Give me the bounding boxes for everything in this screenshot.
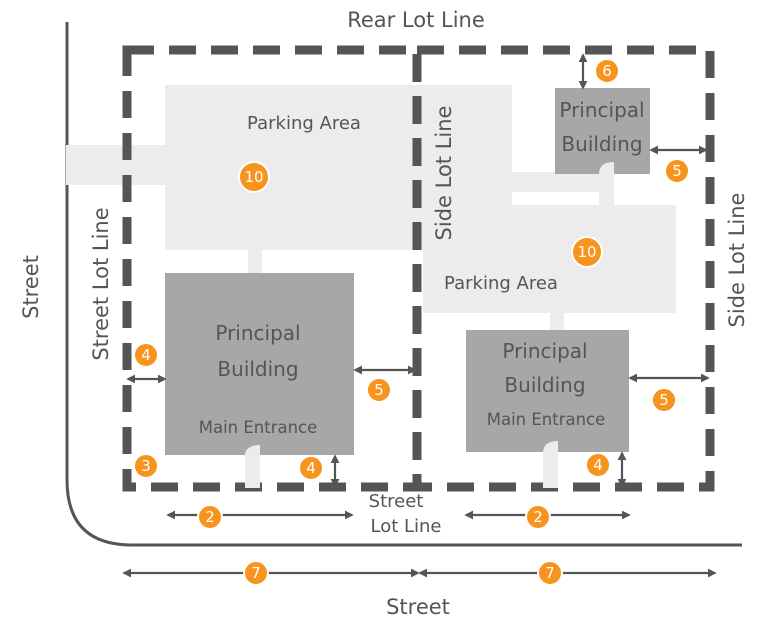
badge-7-right: 7 — [537, 560, 563, 586]
badge-10-left: 10 — [238, 161, 270, 193]
badge-5-middle: 5 — [366, 377, 392, 403]
badge-2-right: 2 — [525, 504, 551, 530]
side-lot-line-right-label: Side Lot Line — [725, 193, 749, 328]
badge-4-bottom-right: 4 — [585, 452, 611, 478]
main-entrance-left-label: Main Entrance — [199, 418, 318, 437]
principal-building-right-label-2: Building — [504, 373, 585, 397]
entrance-walk-top — [599, 162, 614, 205]
principal-building-top — [555, 88, 650, 174]
svg-text:10: 10 — [577, 243, 596, 261]
lot-right-boundary — [412, 45, 715, 492]
main-entrance-right-label: Main Entrance — [487, 410, 606, 429]
parking-connector — [498, 172, 602, 192]
street-lot-line-bottom-label-2: Lot Line — [370, 516, 441, 537]
street-lot-line-bottom-label-1: Street — [369, 491, 424, 512]
entrance-walk-left — [245, 445, 260, 488]
principal-building-right-label-1: Principal — [502, 339, 587, 363]
badge-3: 3 — [133, 453, 159, 479]
parking-area-label-right: Parking Area — [444, 273, 558, 294]
parking-area-label-left: Parking Area — [247, 113, 361, 134]
svg-text:10: 10 — [244, 168, 263, 186]
street-bottom-label: Street — [386, 595, 450, 619]
principal-building-left — [165, 273, 354, 455]
badge-4-bottom-left: 4 — [298, 455, 324, 481]
badge-5-right: 5 — [651, 387, 677, 413]
principal-building-top-label-2: Building — [561, 132, 642, 156]
badge-4-left: 4 — [133, 342, 159, 368]
badge-10-right: 10 — [571, 236, 603, 268]
principal-building-left-label-1: Principal — [215, 321, 300, 345]
svg-text:5: 5 — [659, 391, 669, 409]
svg-text:5: 5 — [374, 381, 384, 399]
svg-text:3: 3 — [141, 457, 151, 475]
side-lot-line-middle-label: Side Lot Line — [432, 106, 456, 241]
street-lot-line-vertical-label: Street Lot Line — [89, 207, 113, 360]
svg-text:4: 4 — [306, 459, 316, 477]
svg-text:4: 4 — [593, 456, 603, 474]
badge-5-top: 5 — [664, 158, 690, 184]
walkway-2 — [550, 313, 564, 331]
svg-text:2: 2 — [533, 508, 543, 526]
badge-6: 6 — [594, 58, 620, 84]
svg-text:6: 6 — [602, 62, 612, 80]
svg-text:2: 2 — [205, 508, 215, 526]
principal-building-left-label-2: Building — [217, 357, 298, 381]
principal-building-right — [466, 330, 629, 452]
svg-text:7: 7 — [251, 564, 261, 582]
rear-lot-line-label: Rear Lot Line — [347, 8, 485, 32]
street-left-label: Street — [19, 255, 43, 319]
principal-building-top-label-1: Principal — [559, 98, 644, 122]
driveway-left — [66, 145, 166, 185]
walkway-1 — [248, 250, 262, 274]
badge-7-left: 7 — [243, 560, 269, 586]
svg-text:7: 7 — [545, 564, 555, 582]
badge-2-left: 2 — [197, 504, 223, 530]
parking-area-right-shape — [423, 205, 676, 313]
svg-text:4: 4 — [141, 346, 151, 364]
svg-text:5: 5 — [672, 162, 682, 180]
street-curb-line — [65, 22, 742, 547]
entrance-walk-right — [543, 441, 558, 488]
